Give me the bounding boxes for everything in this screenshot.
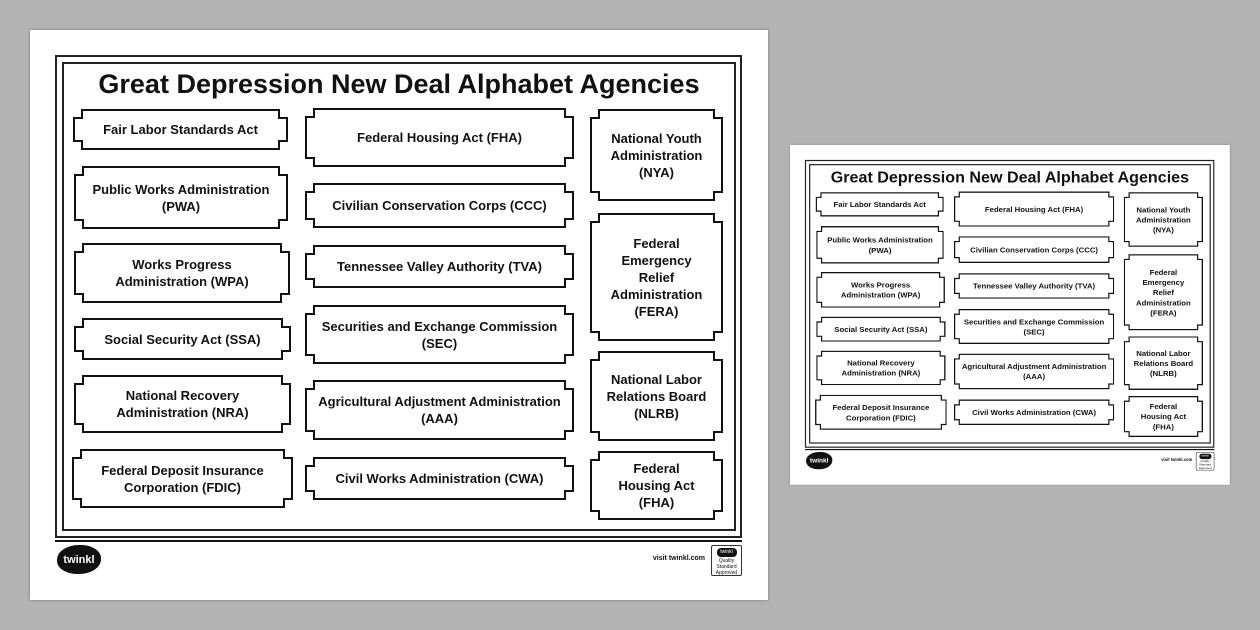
agency-card: Federal Emergency Relief Administration … [1124, 254, 1203, 330]
inner-border [809, 164, 1211, 444]
worksheet-title: Great Depression New Deal Alphabet Agenc… [98, 69, 700, 99]
agency-card-label: National Recovery Administration (NRA) [76, 377, 289, 431]
agency-card: Federal Deposit Insurance Corporation (F… [72, 449, 293, 508]
outer-border [804, 159, 1215, 448]
agency-card-label: Securities and Exchange Commission (SEC) [307, 307, 572, 362]
inner-border [62, 62, 736, 531]
agency-card: Federal Emergency Relief Administration … [590, 213, 723, 341]
agency-card: National Youth Administration (NYA) [590, 109, 723, 201]
agency-card-label: Agricultural Adjustment Administration (… [307, 382, 572, 438]
agency-card: Civil Works Administration (CWA) [305, 457, 574, 500]
agency-card-label: Federal Deposit Insurance Corporation (F… [816, 396, 945, 429]
agency-card-label: Public Works Administration (PWA) [817, 227, 942, 262]
agency-card: Works Progress Administration (WPA) [74, 243, 290, 303]
agency-card-label: Public Works Administration (PWA) [76, 168, 286, 227]
agency-card: Securities and Exchange Commission (SEC) [305, 305, 574, 364]
badge-text: Quality Standard Approved [715, 558, 738, 576]
agency-card-label: Fair Labor Standards Act [75, 111, 286, 148]
agency-card: Works Progress Administration (WPA) [816, 272, 945, 308]
agency-card: Federal Housing Act (FHA) [954, 191, 1114, 226]
agency-card-label: National Labor Relations Board (NLRB) [592, 353, 721, 439]
agency-card: Civilian Conservation Corps (CCC) [305, 183, 574, 228]
agency-card-label: Civilian Conservation Corps (CCC) [955, 237, 1113, 261]
agency-card: Securities and Exchange Commission (SEC) [954, 309, 1114, 344]
agency-card-label: Federal Deposit Insurance Corporation (F… [74, 451, 291, 506]
agency-card-label: National Youth Administration (NYA) [1125, 193, 1202, 245]
agency-card-label: Tennessee Valley Authority (TVA) [307, 247, 572, 286]
visit-link[interactable]: visit twinkl.com [652, 555, 705, 562]
agency-card: Fair Labor Standards Act [73, 109, 288, 150]
agency-card-label: Social Security Act (SSA) [817, 318, 944, 341]
agency-card: National Recovery Administration (NRA) [74, 375, 291, 433]
agency-card-label: Federal Housing Act (FHA) [307, 110, 572, 165]
agency-card-label: National Recovery Administration (NRA) [817, 352, 944, 384]
agency-card-label: Federal Emergency Relief Administration … [1125, 255, 1202, 329]
agency-card-label: Federal Housing Act (FHA) [592, 453, 721, 518]
agency-card: Federal Housing Act (FHA) [1124, 396, 1203, 437]
agency-card-label: Works Progress Administration (WPA) [817, 273, 943, 306]
agency-card: Federal Housing Act (FHA) [305, 108, 574, 167]
agency-card-label: Federal Housing Act (FHA) [1125, 397, 1202, 436]
agency-card-label: Civil Works Administration (CWA) [955, 401, 1113, 424]
agency-card-label: Social Security Act (SSA) [76, 320, 289, 358]
agency-card-label: Works Progress Administration (WPA) [76, 245, 288, 301]
agency-card-label: Civilian Conservation Corps (CCC) [307, 185, 572, 226]
agency-card: National Youth Administration (NYA) [1124, 192, 1203, 247]
agency-card-label: National Labor Relations Board (NLRB) [1125, 338, 1202, 389]
agency-card-label: Tennessee Valley Authority (TVA) [955, 274, 1113, 297]
visit-link[interactable]: visit twinkl.com [1161, 457, 1193, 463]
agency-card: Agricultural Adjustment Administration (… [954, 354, 1114, 390]
outer-border [55, 55, 742, 538]
agency-card: National Recovery Administration (NRA) [816, 351, 945, 386]
agency-card-label: Securities and Exchange Commission (SEC) [955, 310, 1113, 343]
agency-card: Fair Labor Standards Act [816, 192, 944, 216]
agency-card-label: Federal Housing Act (FHA) [955, 193, 1113, 226]
agency-card: Federal Deposit Insurance Corporation (F… [815, 395, 947, 430]
agency-card-label: National Youth Administration (NYA) [592, 111, 721, 199]
twinkl-logo: twinkl [806, 451, 833, 470]
agency-card: Agricultural Adjustment Administration (… [305, 380, 574, 440]
agency-card: National Labor Relations Board (NLRB) [590, 351, 723, 441]
agency-card-label: Federal Emergency Relief Administration … [592, 215, 721, 339]
agency-card: Civilian Conservation Corps (CCC) [954, 236, 1114, 263]
footer-divider [55, 540, 742, 542]
twinkl-logo: twinkl [57, 545, 101, 574]
worksheet-title: Great Depression New Deal Alphabet Agenc… [830, 168, 1190, 187]
agency-card: National Labor Relations Board (NLRB) [1124, 336, 1203, 390]
agency-card: Tennessee Valley Authority (TVA) [305, 245, 574, 288]
agency-card: Civil Works Administration (CWA) [954, 399, 1114, 425]
agency-card: Social Security Act (SSA) [816, 317, 945, 342]
badge-logo: twinkl [1199, 453, 1212, 460]
agency-card: Federal Housing Act (FHA) [590, 451, 723, 520]
agency-card: Public Works Administration (PWA) [816, 226, 944, 264]
agency-card-label: Civil Works Administration (CWA) [307, 459, 572, 498]
agency-card-label: Agricultural Adjustment Administration (… [955, 355, 1113, 388]
badge-logo: twinkl [716, 548, 737, 557]
agency-card-label: Fair Labor Standards Act [817, 193, 943, 215]
footer-divider [804, 448, 1215, 451]
agency-card: Social Security Act (SSA) [74, 318, 291, 360]
agency-card: Tennessee Valley Authority (TVA) [954, 273, 1114, 299]
agency-card: Public Works Administration (PWA) [74, 166, 288, 229]
badge-text: Quality Standard Approved [1198, 459, 1212, 471]
